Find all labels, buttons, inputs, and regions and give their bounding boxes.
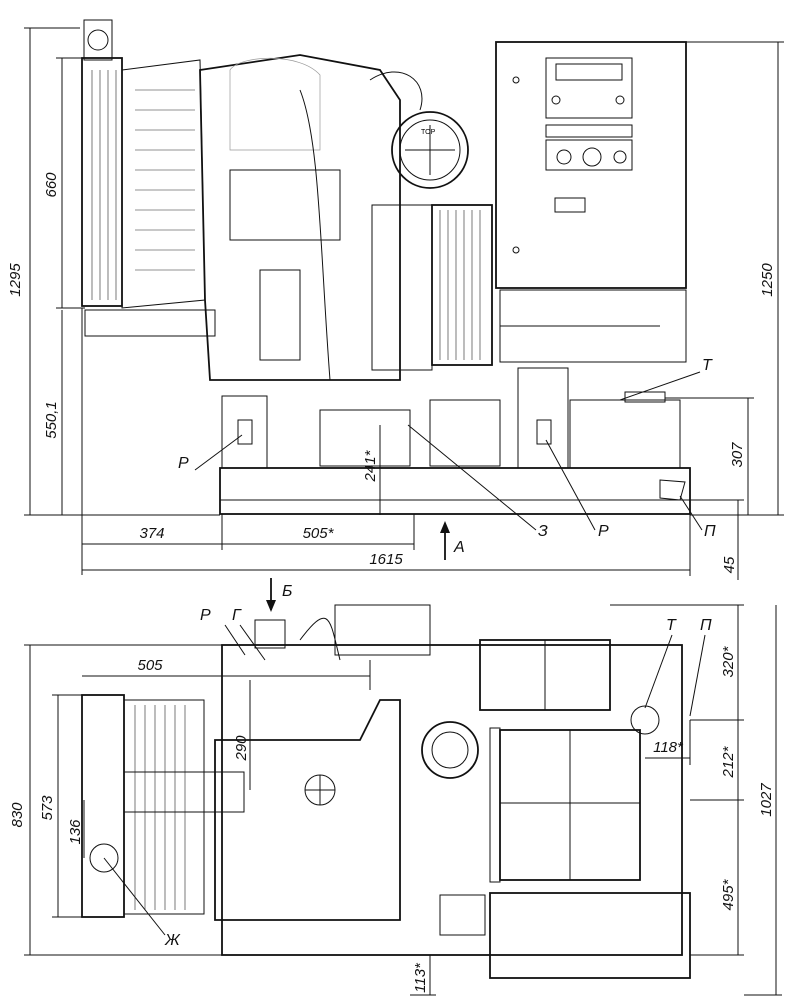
dim-320: 320* [720, 645, 737, 677]
control-panel [495, 41, 687, 289]
fuel-tank-plan [489, 892, 691, 979]
left-mount [221, 395, 268, 469]
radiator-base [84, 309, 216, 337]
dim-mid-length: 505* [303, 525, 335, 542]
radiator-cap-plan [89, 843, 119, 873]
label-p-plan: Р [200, 607, 211, 624]
dim-212: 212* [720, 745, 737, 778]
air-filter-top-badge: TOP [421, 129, 436, 136]
left-mount-plate [237, 419, 253, 445]
alternator-fins [439, 210, 481, 360]
dim-118: 118* [653, 739, 684, 756]
label-p-right: P [598, 523, 609, 540]
plan-view [81, 604, 691, 979]
dim-small-height: 241* [362, 449, 379, 482]
dim-1027: 1027 [758, 783, 775, 817]
switch-row [545, 139, 633, 171]
tank-filler-plan [630, 705, 660, 735]
dim-top-length: 505 [137, 657, 163, 674]
alternator [431, 204, 493, 366]
radiator-cap [83, 19, 113, 61]
dim-overall-length: 1615 [369, 551, 403, 568]
label-t-plan: Т [666, 617, 677, 634]
side-elevation: TOP [81, 19, 691, 515]
intake-pipe [369, 71, 423, 111]
dim-small-width: 136 [67, 819, 84, 845]
engine-plan [214, 699, 401, 921]
view-arrow-a [440, 521, 450, 533]
hose-plan [299, 617, 341, 661]
panel-stripe [545, 124, 633, 138]
dim-lower-height: 550,1 [43, 401, 60, 439]
air-filter [391, 111, 469, 189]
engine-block [199, 54, 401, 381]
dim-right-height: 1250 [759, 263, 776, 297]
right-mount [517, 367, 569, 469]
radiator-fins [91, 70, 117, 300]
plan-dimensions: Б Р Г 505 830 573 136 290 320* 212* 495* [9, 578, 782, 996]
dim-left-offset: 374 [139, 525, 164, 542]
dim-depth-290: 290 [233, 735, 250, 762]
fan-plan [123, 699, 205, 915]
label-pi-side: П [704, 523, 716, 540]
battery-plan [439, 894, 486, 936]
dim-inner-width: 573 [39, 795, 56, 821]
frame-plan [221, 644, 683, 956]
pump-plan [254, 619, 286, 649]
side-dimensions: 1295 660 550,1 1250 307 241* 45 374 505* [7, 27, 784, 580]
view-arrow-b [266, 600, 276, 612]
controller-display [545, 57, 633, 119]
fan-shroud [121, 59, 206, 309]
label-p-left: P [178, 455, 189, 472]
label-a: A [453, 539, 465, 556]
label-pi-plan: П [700, 617, 712, 634]
hose [299, 89, 331, 381]
dim-upper-height: 660 [43, 172, 60, 198]
label-zh: Ж [164, 932, 181, 949]
air-filter-plan [421, 721, 479, 779]
drain-valve [659, 479, 686, 501]
fuel-tank [569, 399, 681, 469]
label-g-plan: Г [232, 607, 242, 624]
dim-tank-height: 307 [729, 442, 746, 468]
fan-hub-plan [123, 771, 245, 813]
fuel-pump [319, 409, 411, 467]
exhaust-plan [334, 604, 431, 656]
dim-overall-height: 1295 [7, 263, 24, 297]
dim-113: 113* [412, 962, 429, 993]
fuel-filter-ghost [229, 57, 321, 151]
engine-head [229, 169, 341, 241]
radiator-plan [81, 694, 125, 918]
base-frame [219, 467, 691, 515]
flywheel-housing [371, 204, 433, 371]
tank-cap [624, 391, 666, 403]
dim-overall-width: 830 [9, 802, 26, 828]
panel-lock [554, 197, 586, 213]
dim-foot-height: 45 [721, 556, 738, 573]
label-b: Б [282, 583, 292, 600]
right-mount-plate [536, 419, 552, 445]
label-t-side: T [702, 357, 713, 374]
dim-495: 495* [720, 878, 737, 910]
label-z: З [538, 523, 548, 540]
oil-filter [259, 269, 301, 361]
fan-plan-hatch [134, 705, 186, 910]
fan-hatch [135, 89, 195, 271]
starter-battery [429, 399, 501, 467]
